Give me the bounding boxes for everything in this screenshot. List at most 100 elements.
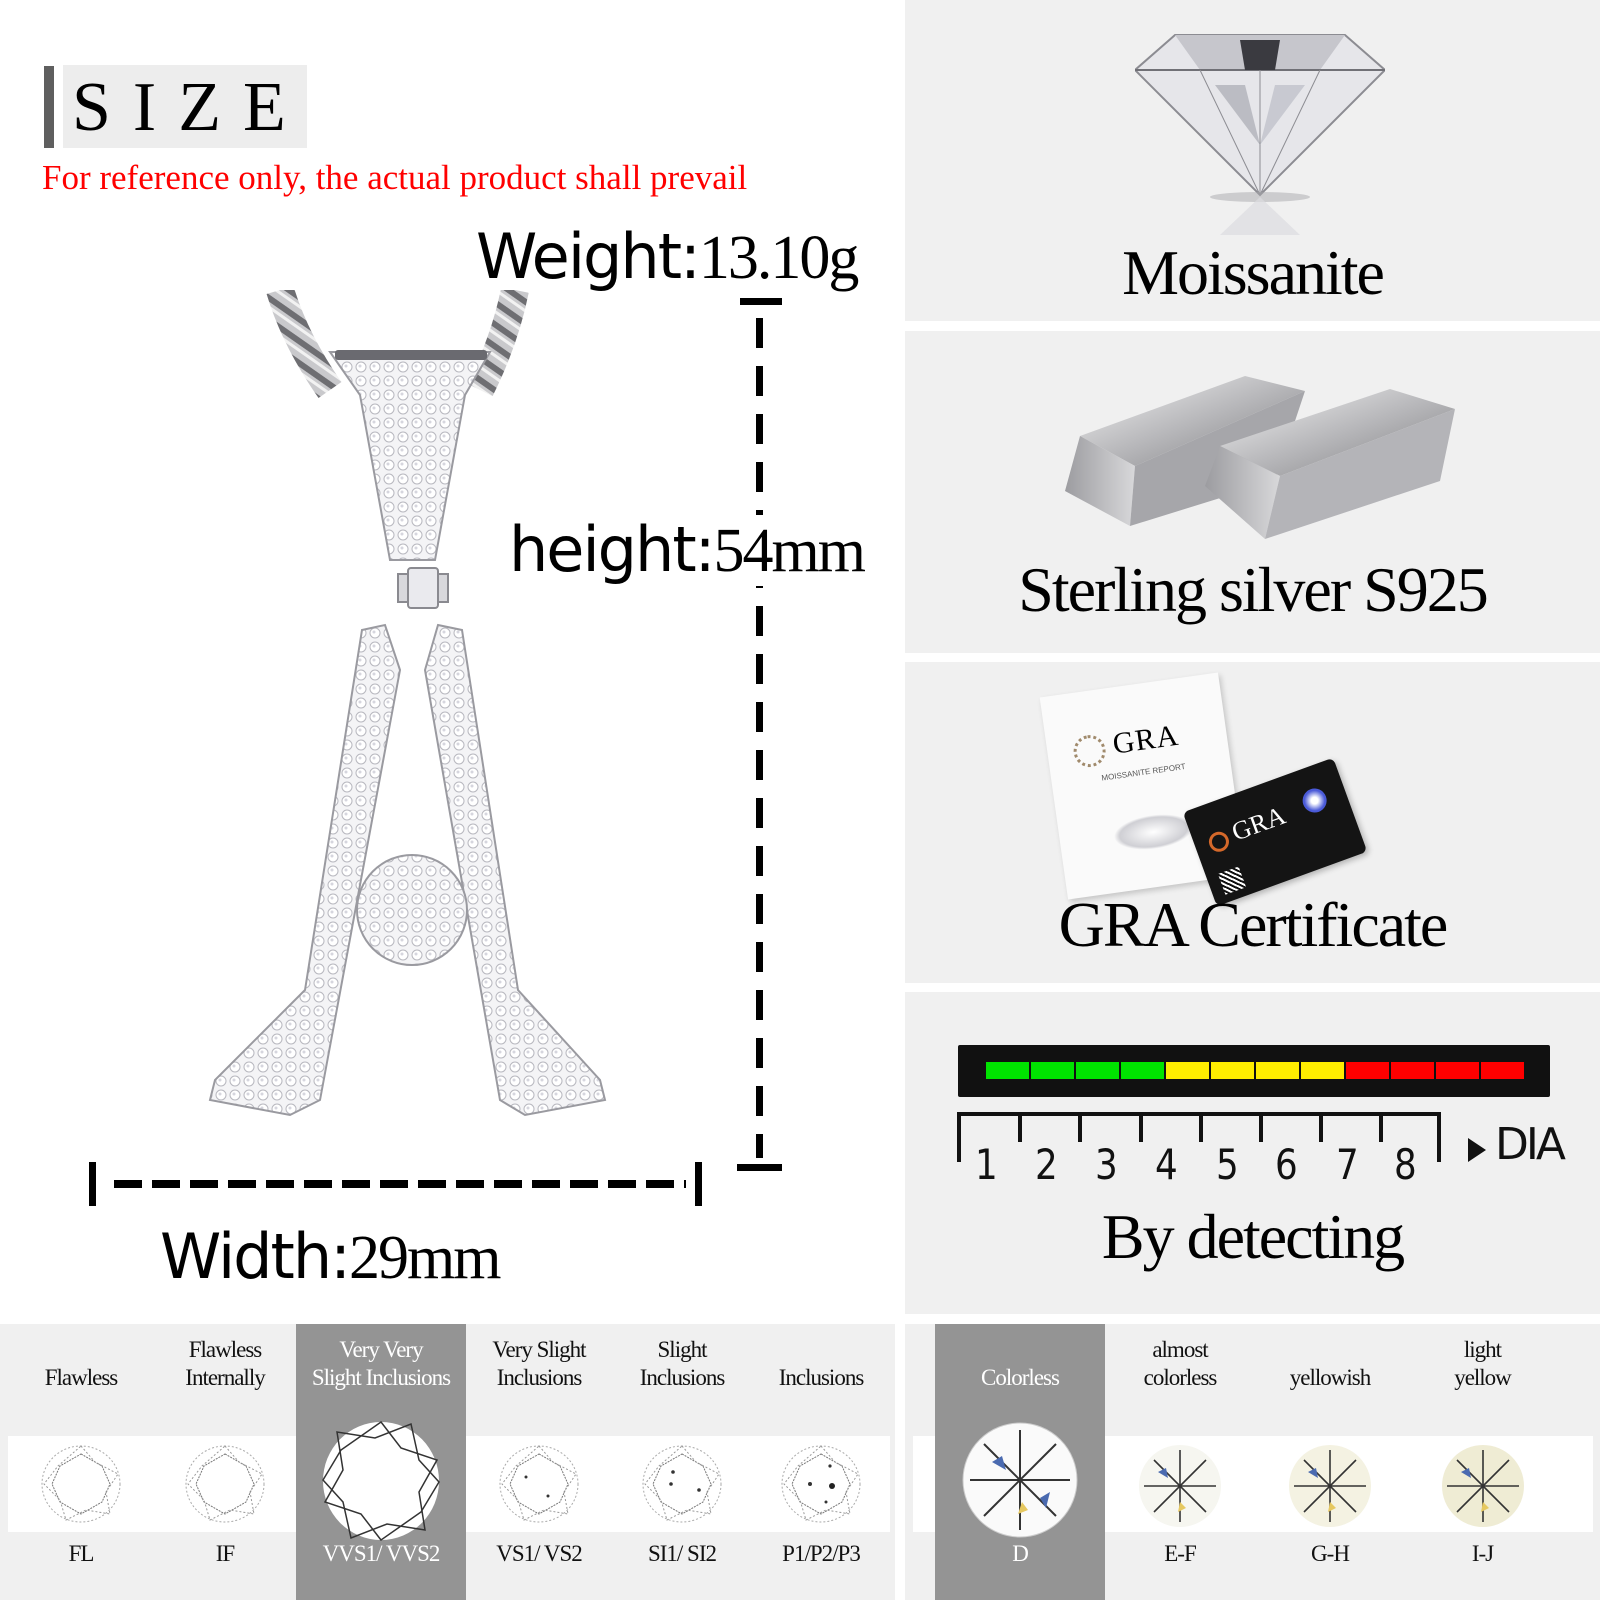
clarity-code: P1/P2/P3 (782, 1541, 861, 1566)
panel-title: By detecting (1101, 1201, 1405, 1272)
silver-bars-icon (1065, 376, 1455, 539)
clarity-label: Very Slight (492, 1337, 586, 1362)
clarity-grade-table: Flawless FL Flawless Internally IF Very … (0, 1324, 895, 1600)
meter-segment (1346, 1062, 1389, 1079)
weight-spec: Weight:13.10g (476, 222, 859, 293)
color-label: colorless (1143, 1365, 1218, 1390)
meter-segment (1076, 1062, 1119, 1079)
meter-segment (1166, 1062, 1209, 1079)
height-marker-bottom (737, 1164, 782, 1171)
gem-colorless-icon (962, 1422, 1078, 1538)
clarity-label: Flawless (44, 1365, 119, 1390)
clarity-label: Internally (185, 1365, 265, 1390)
clarity-label: Slight Inclusions (311, 1365, 451, 1390)
card-brand: GRA (1227, 800, 1290, 847)
clarity-column: Inclusions P1/P2/P3 (752, 1324, 890, 1600)
moissanite-panel: Moissanite (905, 0, 1600, 321)
height-spec: height:54mm (509, 515, 868, 586)
clarity-column: Very Slight Inclusions VS1/ VS2 (466, 1324, 612, 1600)
meter-segment (1391, 1062, 1434, 1079)
card-star-icon (1299, 785, 1331, 816)
clarity-code: VVS1/ VVS2 (322, 1541, 441, 1566)
panel-title: Sterling silver S925 (1018, 554, 1488, 625)
dia-label: DIA (1495, 1119, 1566, 1170)
width-spec: Width:29mm (160, 1220, 501, 1293)
detecting-panel: 1 2 3 4 5 6 7 8 DIA By detecting (905, 992, 1600, 1314)
scale-tick (1437, 1112, 1441, 1162)
clarity-diamond-icon (185, 1445, 265, 1523)
gem-image (1111, 809, 1196, 855)
color-label: Colorless (981, 1365, 1060, 1390)
gem-yellowish-icon (1289, 1445, 1371, 1527)
scale-tick (1139, 1112, 1143, 1142)
meter-segment (1121, 1062, 1164, 1079)
meter-segment (986, 1062, 1029, 1079)
width-label: Width: (160, 1220, 351, 1293)
size-section: SIZE For reference only, the actual prod… (0, 0, 905, 1320)
clarity-label: Flawless (188, 1337, 263, 1362)
diamond-icon (1135, 34, 1385, 235)
clarity-code: VS1/ VS2 (496, 1541, 583, 1566)
width-dashed-line (114, 1180, 686, 1188)
clarity-diamond-icon (41, 1445, 121, 1523)
clarity-code: IF (215, 1541, 235, 1566)
clarity-label: Inclusions (639, 1365, 726, 1390)
scale-tick (957, 1112, 961, 1162)
color-column: almost colorless E-F (1105, 1324, 1255, 1600)
scale-number: 3 (1095, 1140, 1118, 1189)
meter-segment (1481, 1062, 1524, 1079)
clarity-label: Slight (657, 1337, 708, 1362)
color-code: G-H (1311, 1541, 1350, 1566)
report-brand: GRA (1110, 718, 1181, 761)
scale-tick (1379, 1112, 1383, 1142)
pendant-image (208, 290, 607, 1117)
clarity-label: Inclusions (496, 1365, 583, 1390)
height-dashed-line (756, 318, 763, 1158)
height-label: height: (509, 513, 716, 586)
scale-number: 8 (1394, 1140, 1417, 1189)
size-title: SIZE (72, 69, 308, 146)
clarity-diamond-icon (642, 1445, 722, 1523)
meter-segment (1436, 1062, 1479, 1079)
panel-title: Moissanite (1122, 237, 1385, 308)
scale-tick (1199, 1112, 1203, 1142)
scale-tick (1078, 1112, 1082, 1142)
color-label: yellowish (1289, 1365, 1371, 1390)
color-code: E-F (1164, 1541, 1197, 1566)
clarity-column-selected: Very Very Slight Inclusions VVS1/ VVS2 (296, 1324, 466, 1600)
clarity-label: Inclusions (778, 1365, 865, 1390)
silver-panel: Sterling silver S925 (905, 331, 1600, 653)
reference-note: For reference only, the actual product s… (42, 158, 748, 197)
color-column: light yellow I-J (1405, 1324, 1560, 1600)
height-marker-top (740, 298, 782, 305)
scale-tick (1259, 1112, 1263, 1142)
triangle-right-icon (1468, 1138, 1486, 1162)
scale-tick (1319, 1112, 1323, 1142)
weight-value: 13.10g (698, 224, 859, 292)
card-seal-icon (1206, 828, 1232, 855)
title-box (63, 65, 307, 148)
clarity-code: SI1/ SI2 (647, 1541, 717, 1566)
width-marker-right (695, 1162, 702, 1206)
meter-segment (1301, 1062, 1344, 1079)
clarity-column: Slight Inclusions SI1/ SI2 (612, 1324, 752, 1600)
meter-segment (1256, 1062, 1299, 1079)
meter-segment (1031, 1062, 1074, 1079)
gra-seal-icon (1071, 733, 1108, 770)
clarity-column: Flawless FL (8, 1324, 154, 1600)
clarity-code: FL (68, 1541, 95, 1566)
title-accent-bar (44, 66, 54, 148)
detector-meter-icon (958, 1045, 1550, 1097)
width-marker-left (89, 1162, 96, 1206)
scale-number: 7 (1336, 1140, 1359, 1189)
color-label: yellow (1454, 1365, 1512, 1390)
report-subtitle: MOISSANITE REPORT (1100, 761, 1187, 783)
color-label: almost (1152, 1337, 1208, 1362)
gem-light-yellow-icon (1441, 1445, 1524, 1527)
certificate-panel: GRA MOISSANITE REPORT GRA GRA Certificat… (905, 662, 1600, 983)
clarity-diamond-icon (322, 1420, 440, 1542)
gem-almost-colorless-icon (1139, 1445, 1221, 1527)
width-value: 29mm (349, 1224, 501, 1292)
scale-number: 1 (975, 1140, 998, 1189)
color-label: light (1463, 1337, 1502, 1362)
